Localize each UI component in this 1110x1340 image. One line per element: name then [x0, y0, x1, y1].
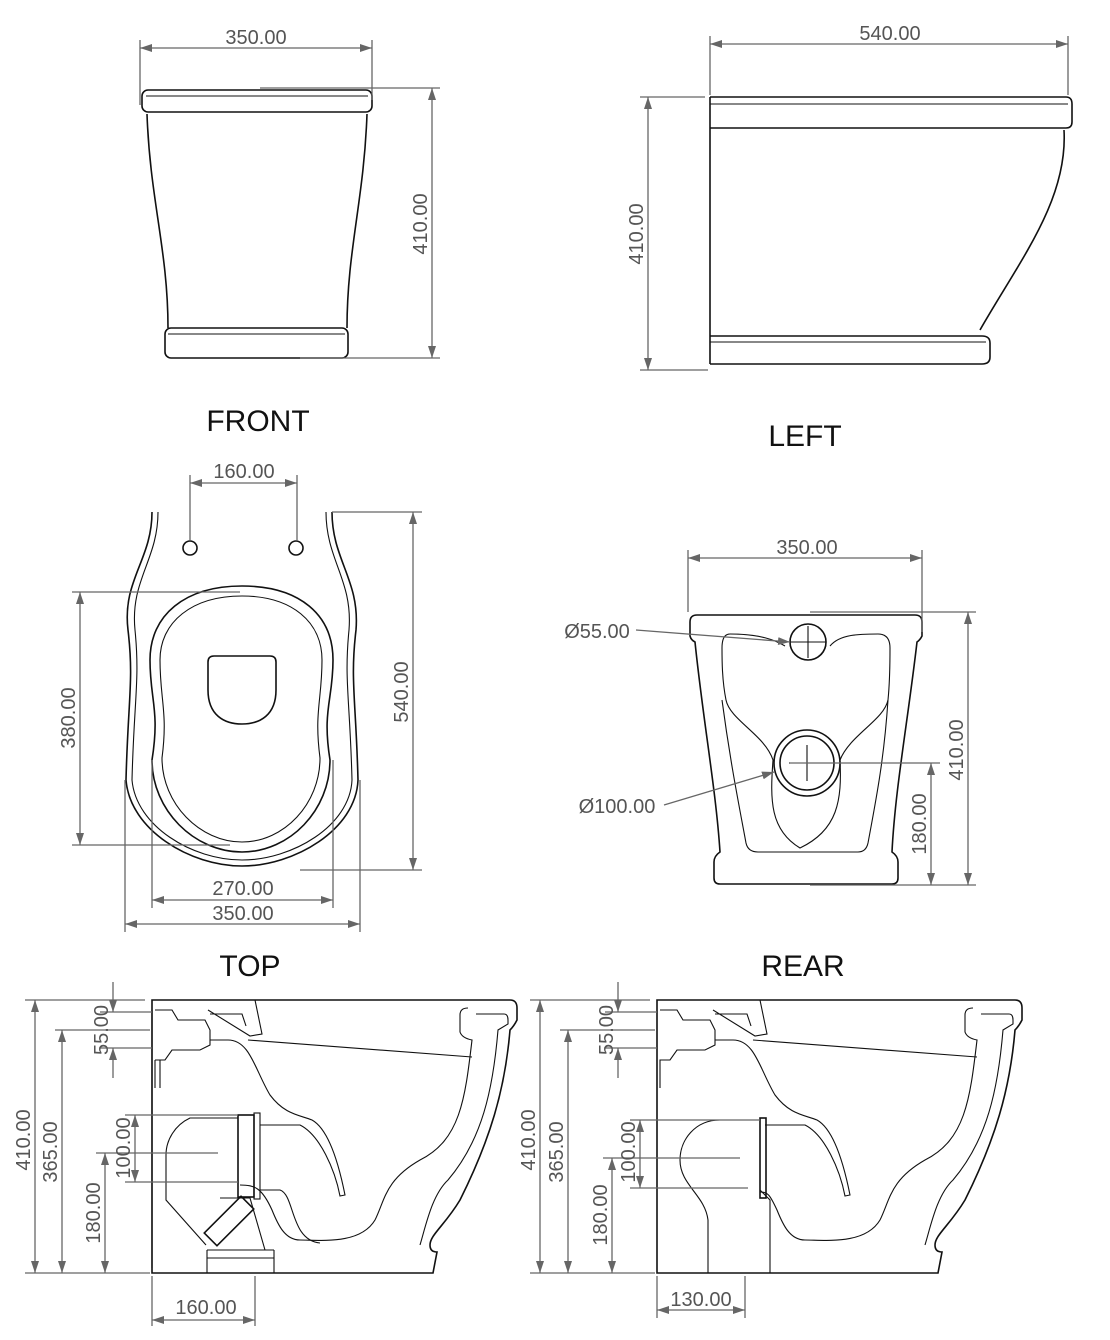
section-p-height-label: 410.00 [13, 1109, 35, 1170]
rear-width-label: 350.00 [776, 537, 837, 559]
section-s-outlet-dia-dimension: 100.00 [618, 1119, 760, 1189]
rear-outlet-diameter-label: Ø100.00 [579, 796, 656, 818]
section-p-outlet-offset-label: 160.00 [175, 1297, 236, 1319]
front-height-dimension: 410.00 [260, 87, 440, 359]
rear-inlet-diameter-callout: Ø55.00 [564, 621, 791, 646]
rear-height-label: 410.00 [946, 719, 968, 780]
front-width-dimension: 350.00 [139, 27, 373, 105]
section-s-height-dimension: 410.00 [518, 999, 655, 1274]
front-view-title: FRONT [206, 405, 309, 438]
left-depth-dimension: 540.00 [709, 23, 1069, 95]
section-s-trap: 410.00 365.00 180.00 100.00 55.00 130.00 [518, 982, 1023, 1318]
top-hole-spacing-label: 160.00 [213, 461, 274, 483]
section-p-outlet-dia-label: 100.00 [113, 1117, 135, 1178]
top-bowl-width-dimension: 270.00 [151, 760, 334, 908]
rear-inlet-diameter-label: Ø55.00 [564, 621, 630, 643]
left-height-label: 410.00 [626, 203, 648, 264]
section-p-inlet-height-dimension: 365.00 [40, 1029, 150, 1273]
top-view: 160.00 540.00 380.00 270.00 350.00 TOP [58, 461, 422, 983]
section-p-inlet-dia-dimension: 55.00 [91, 982, 152, 1078]
top-bowl-length-dimension: 380.00 [58, 591, 240, 846]
rear-view-title: REAR [761, 950, 844, 983]
section-s-inlet-dia-dimension: 55.00 [596, 982, 657, 1078]
section-p-outlet-dia-dimension: 100.00 [113, 1114, 238, 1183]
rear-view: 350.00 410.00 180.00 Ø55.00 Ø100.00 REAR [564, 537, 976, 983]
top-bowl-length-label: 380.00 [58, 687, 80, 748]
rear-width-dimension: 350.00 [687, 537, 923, 632]
section-body [151, 999, 518, 1274]
top-width-dimension: 350.00 [124, 780, 361, 932]
section-p-inlet-dia-label: 55.00 [91, 1005, 113, 1055]
section-p-outlet-center-dimension: 180.00 [83, 1152, 218, 1273]
section-s-outlet-offset-dimension: 130.00 [656, 1276, 746, 1318]
top-length-label: 540.00 [391, 661, 413, 722]
top-view-title: TOP [219, 950, 280, 983]
section-body [656, 999, 1023, 1274]
left-view: 540.00 410.00 LEFT [626, 23, 1073, 453]
section-s-inlet-dia-label: 55.00 [596, 1005, 618, 1055]
rear-outlet-diameter-callout: Ø100.00 [579, 771, 775, 818]
front-height-label: 410.00 [410, 193, 432, 254]
section-s-inlet-height-label: 365.00 [546, 1121, 568, 1182]
section-s-inlet-height-dimension: 365.00 [546, 1029, 655, 1273]
rear-outlet-height-dimension: 180.00 [790, 762, 940, 885]
left-depth-label: 540.00 [859, 23, 920, 45]
section-p-height-dimension: 410.00 [13, 999, 150, 1274]
left-height-dimension: 410.00 [626, 96, 708, 371]
section-p-outlet-center-label: 180.00 [83, 1182, 105, 1243]
front-width-label: 350.00 [225, 27, 286, 49]
section-p-inlet-height-label: 365.00 [40, 1121, 62, 1182]
section-s-outlet-center-dimension: 180.00 [590, 1157, 740, 1273]
section-p-outlet-offset-dimension: 160.00 [151, 1276, 256, 1326]
top-length-dimension: 540.00 [300, 511, 422, 871]
rear-outlet-height-label: 180.00 [909, 793, 931, 854]
front-view: 350.00 410.00 FRONT [139, 27, 440, 438]
section-s-height-label: 410.00 [518, 1109, 540, 1170]
top-bowl-width-label: 270.00 [212, 878, 273, 900]
rear-height-dimension: 410.00 [810, 611, 976, 886]
section-p-trap: 410.00 365.00 180.00 100.00 55.00 160.00 [13, 982, 518, 1326]
section-s-outlet-center-label: 180.00 [590, 1184, 612, 1245]
section-s-outlet-offset-label: 130.00 [670, 1289, 731, 1311]
left-view-title: LEFT [768, 420, 841, 453]
top-hole-spacing-dimension: 160.00 [189, 461, 298, 540]
section-s-outlet-dia-label: 100.00 [618, 1121, 640, 1182]
top-width-label: 350.00 [212, 903, 273, 925]
